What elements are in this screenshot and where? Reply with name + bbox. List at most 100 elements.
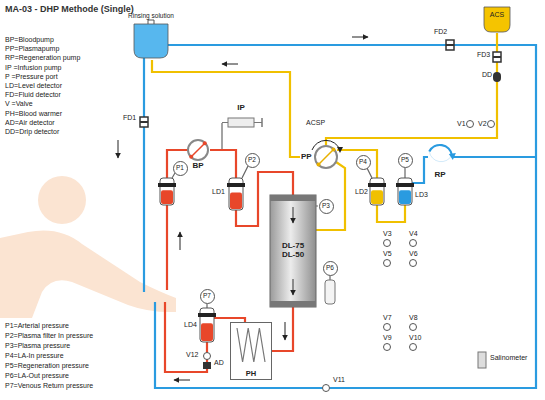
port-stub <box>367 168 372 178</box>
valve-label: V12 <box>186 351 198 359</box>
abbreviation-text: AD=Air detector <box>5 119 55 127</box>
detector-symbol <box>493 52 501 62</box>
pump-label: ACSP <box>306 119 325 127</box>
pump-symbol-part <box>189 155 193 159</box>
pump-symbol: RP <box>426 144 454 182</box>
detector-label: AD <box>214 359 224 367</box>
adsorber-column-part <box>270 195 316 201</box>
abbreviation-text: BP=Bloodpump <box>5 36 54 44</box>
salinometer-symbol <box>478 352 486 368</box>
detector-symbol <box>140 117 148 127</box>
node-text: BP <box>192 162 203 171</box>
syringe-pump-part <box>254 122 262 123</box>
part-label: Salinometer <box>490 354 527 362</box>
solution-bag: Rinsing solution <box>124 12 178 60</box>
valve-label: V6 <box>409 250 418 258</box>
node-text: P1 <box>176 164 184 171</box>
pump-symbol-part <box>203 141 207 145</box>
pressure-key-text: P4=LA-In pressure <box>5 352 64 360</box>
node-text: P7 <box>203 292 211 299</box>
pump-symbol-part <box>449 153 456 160</box>
syringe-pump: IP <box>218 104 264 134</box>
pressure-port: P4 <box>356 155 371 170</box>
solution-bag: ACS <box>480 5 514 33</box>
pump-symbol: BP <box>186 139 210 174</box>
valve-symbol <box>410 260 417 267</box>
pressure-port: P2 <box>245 153 260 168</box>
flow-arrow <box>174 380 190 381</box>
blood-warmer-part <box>237 328 265 362</box>
flow-arrow <box>285 322 286 340</box>
flow-arrow <box>180 232 181 250</box>
pump-symbol-part <box>188 140 208 160</box>
abbreviation-text: LD=Level detector <box>5 82 62 90</box>
tubing <box>167 150 188 178</box>
patient-figure <box>0 176 176 318</box>
pump-symbol: PP <box>300 145 338 169</box>
port-stub <box>206 304 207 308</box>
node-text: P6 <box>326 264 334 271</box>
tube-connector <box>326 33 497 145</box>
drip-chamber <box>399 190 411 204</box>
tubing <box>214 318 245 322</box>
port-stub <box>404 168 405 178</box>
pressure-key-text: P3=Plasma pressure <box>5 342 70 350</box>
tubing <box>412 157 428 183</box>
detector-label: LD1 <box>212 188 225 196</box>
solution-bag-outline <box>124 12 178 60</box>
pump-symbol-part <box>317 162 321 166</box>
tubing <box>143 58 145 292</box>
pressure-port: P3 <box>319 199 334 214</box>
drip-chamber <box>227 183 245 187</box>
abbreviation-text: RP=Regeneration pump <box>5 54 80 62</box>
pressure-vial <box>325 280 335 304</box>
abbreviation-text: PP=Plasmapump <box>5 45 59 53</box>
port-stub <box>172 123 405 308</box>
drip-chamber <box>161 190 173 204</box>
drip-chamber <box>229 178 243 210</box>
valve-label: V3 <box>383 230 392 238</box>
valve-label: V8 <box>409 314 418 322</box>
valve-symbol <box>384 240 391 247</box>
pressure-key-text: P6=LA-Out pressure <box>5 372 69 380</box>
valve-symbol <box>384 260 391 267</box>
acsp-rotation-arrow <box>337 147 343 153</box>
drip-chamber <box>371 190 383 204</box>
drip-chamber <box>396 183 414 187</box>
detector-symbol <box>140 121 148 123</box>
detector-label: DD <box>482 71 492 79</box>
valve-symbol <box>384 324 391 331</box>
pump-symbol-part <box>191 143 205 157</box>
port-stub <box>329 276 330 280</box>
valve-symbol <box>410 344 417 351</box>
solution-bag-part <box>484 7 510 32</box>
node-text: PH <box>246 370 256 378</box>
node-text: DL-75 DL-50 <box>277 242 309 260</box>
valve-label: V11 <box>333 376 345 384</box>
pump-symbol-part <box>431 148 449 166</box>
tubing <box>316 162 345 230</box>
diagram-title: MA-03 - DHP Methode (Single) <box>5 4 134 14</box>
drip-chamber <box>158 178 414 342</box>
drip-chamber <box>370 178 384 205</box>
solution-bag-part <box>148 20 154 24</box>
flow-arrow <box>222 64 238 65</box>
port-stub <box>221 123 222 150</box>
valve-symbol <box>488 121 495 128</box>
pressure-vial <box>325 280 335 304</box>
valve-symbol <box>323 385 330 392</box>
valve-symbol <box>410 240 417 247</box>
pressure-key-text: P7=Venous Return pressure <box>5 382 93 390</box>
pressure-key-text: P1=Arterial pressure <box>5 322 69 330</box>
node-text: P3 <box>322 202 330 209</box>
adsorber-column-part <box>293 279 294 295</box>
adsorber-column: DL-75 DL-50 <box>270 195 316 307</box>
detector-symbol <box>493 56 501 58</box>
detector-symbol <box>446 40 454 50</box>
drip-chamber <box>368 183 386 187</box>
pump-symbol-part <box>331 148 335 152</box>
adsorber-column-part <box>270 195 316 307</box>
node-text: IP <box>237 104 245 113</box>
pressure-key-text: P2=Plasma filter In pressure <box>5 332 93 340</box>
flow-arrow <box>352 37 368 38</box>
